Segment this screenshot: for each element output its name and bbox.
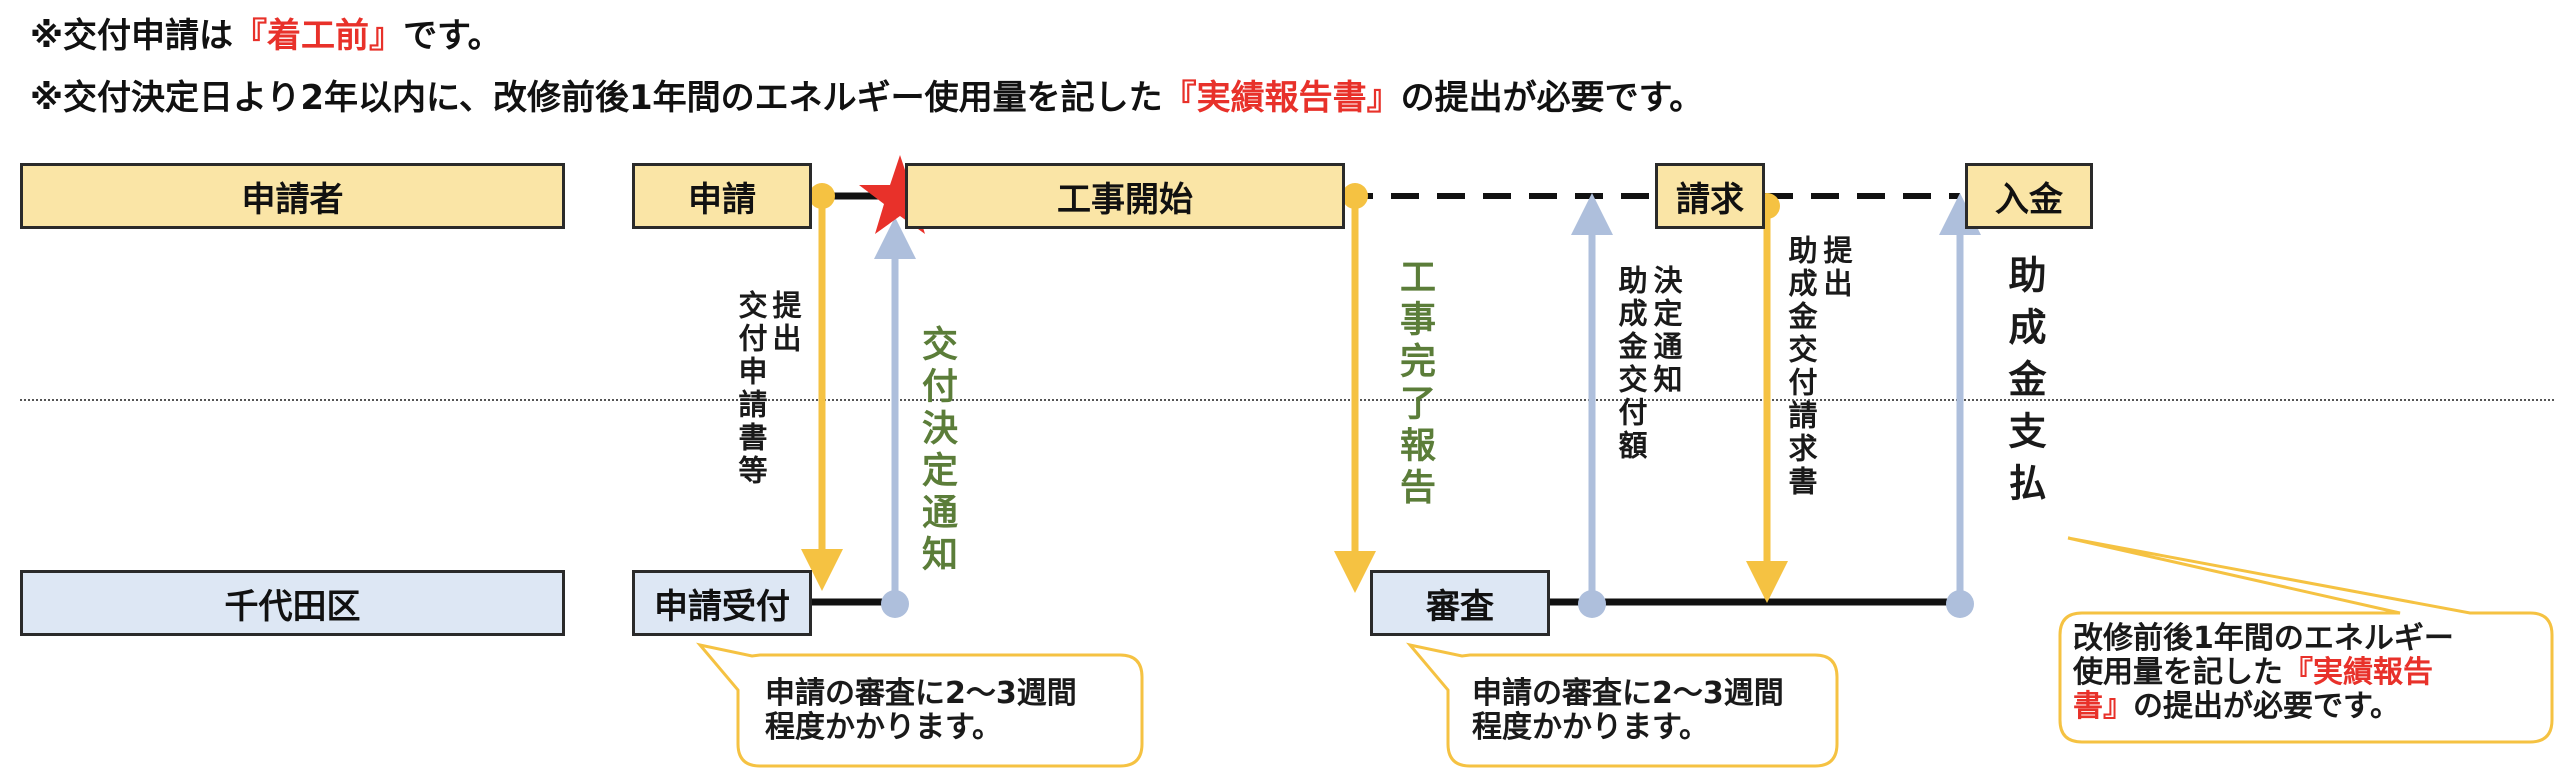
label-grant-amount-a: 決定通知	[1649, 265, 1683, 397]
callout-review-2-line-1: 申請の審査に2〜3週間	[1472, 676, 1784, 711]
step-payment-label: 入金	[1995, 179, 2063, 220]
label-submit-docs-a: 提出	[768, 290, 802, 356]
dot-submit-application	[809, 183, 835, 209]
label-grant-claim-a: 提出	[1819, 235, 1853, 301]
lane-applicant: 申請者	[20, 163, 565, 229]
note-line-1: ※交付申請は『着工前』です。	[30, 8, 502, 57]
step-payment: 入金	[1965, 163, 2093, 229]
callout-report-bubble	[2058, 536, 2554, 744]
note-2-highlight: 『実績報告書』	[1162, 78, 1401, 118]
callout-review-2-bubble	[1406, 642, 1839, 768]
step-receipt: 申請受付	[632, 570, 812, 636]
callout-report-line-3-text: の提出が必要です。	[2133, 689, 2400, 724]
callout-review-2: 申請の審査に2〜3週間 程度かかります。	[1472, 677, 1784, 745]
lane-ward-label: 千代田区	[224, 586, 361, 627]
label-grant-decision: 交付決定通知	[916, 325, 957, 577]
callout-review-1-line-2: 程度かかります。	[765, 710, 1002, 745]
step-review: 審査	[1370, 570, 1550, 636]
callout-review-1-line-1: 申請の審査に2〜3週間	[765, 676, 1077, 711]
callout-report-line-2-text: 使用量を記した	[2073, 655, 2283, 690]
step-claim: 請求	[1655, 163, 1765, 229]
note-1-text: ※交付申請は	[30, 16, 234, 56]
step-apply-label: 申請	[688, 179, 756, 220]
label-submit-docs-b: 交付申請書等	[734, 290, 768, 488]
note-line-2: ※交付決定日より2年以内に、改修前後1年間のエネルギー使用量を記した『実績報告書…	[30, 70, 1703, 119]
step-apply: 申請	[632, 163, 812, 229]
note-1-highlight: 『着工前』	[233, 16, 404, 56]
step-construction-start-label: 工事開始	[1057, 179, 1193, 220]
callout-report-line-3: 書』の提出が必要です。	[2073, 690, 2454, 724]
callout-report-line-2: 使用量を記した『実績報告	[2073, 656, 2454, 690]
label-grant-amount-b: 助成金交付額	[1614, 265, 1648, 463]
label-grant-payment: 助成金支払	[2002, 255, 2046, 515]
callout-report-line-1: 改修前後1年間のエネルギー	[2073, 621, 2454, 656]
callout-report: 改修前後1年間のエネルギー 使用量を記した『実績報告 書』の提出が必要です。	[2073, 622, 2454, 724]
step-receipt-label: 申請受付	[654, 586, 790, 627]
dot-grant-payment	[1946, 590, 1974, 618]
dot-grant-decision	[881, 590, 909, 618]
step-review-label: 審査	[1426, 586, 1494, 627]
note-2-text: ※交付決定日より2年以内に、改修前後1年間のエネルギー使用量を記した	[30, 78, 1163, 118]
callout-review-2-line-2: 程度かかります。	[1472, 710, 1709, 745]
dot-completion-report	[1342, 183, 1368, 209]
callout-report-line-3-highlight: 書』	[2073, 689, 2133, 724]
callout-review-1: 申請の審査に2〜3週間 程度かかります。	[765, 677, 1077, 745]
step-construction-start: 工事開始	[905, 163, 1345, 229]
label-completion-report: 工事完了報告	[1394, 258, 1435, 510]
step-claim-label: 請求	[1676, 179, 1744, 220]
lane-applicant-label: 申請者	[241, 179, 344, 220]
note-2-tail: の提出が必要です。	[1400, 78, 1704, 118]
label-grant-claim-b: 助成金交付請求書	[1784, 235, 1818, 499]
note-1-tail: です。	[403, 16, 502, 56]
lane-ward: 千代田区	[20, 570, 565, 636]
callout-report-line-2-highlight: 『実績報告	[2283, 655, 2433, 690]
dot-grant-amount	[1578, 590, 1606, 618]
callout-review-1-bubble	[696, 642, 1144, 768]
star-icon	[859, 155, 941, 234]
